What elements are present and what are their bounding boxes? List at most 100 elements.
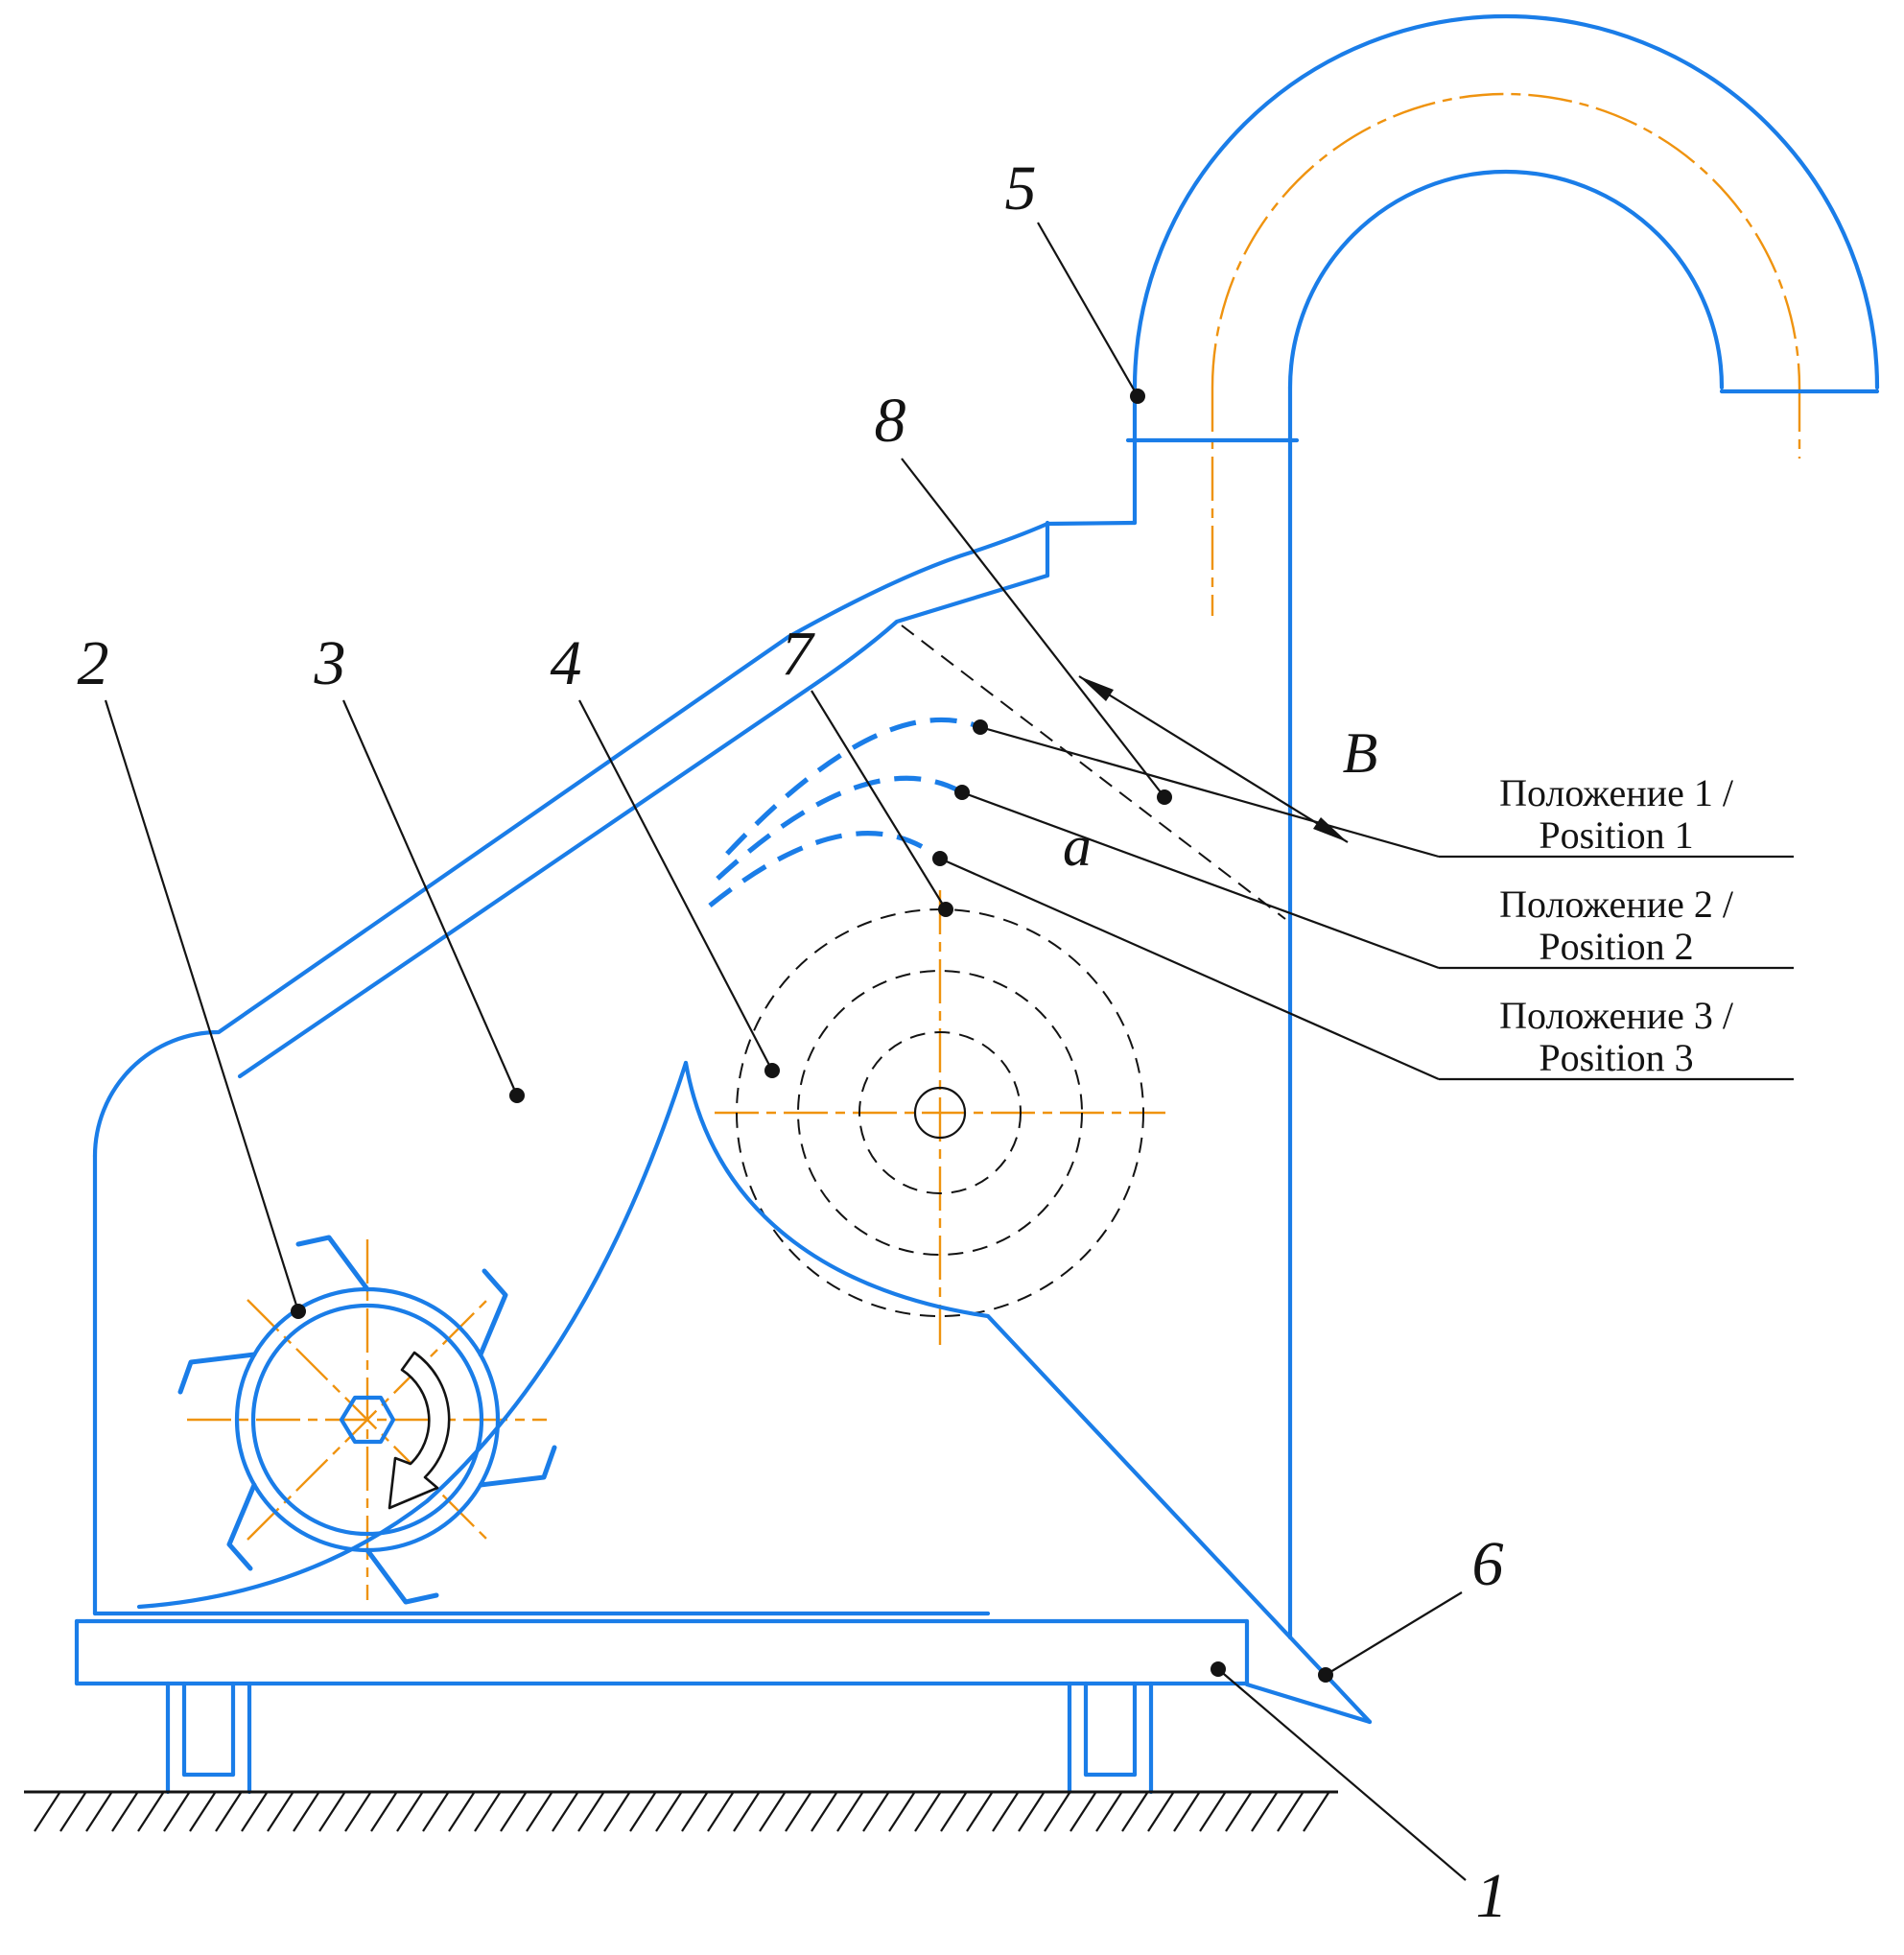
position-2-label-en: Position 2: [1539, 925, 1693, 968]
ground-hatch-stroke: [267, 1792, 294, 1832]
callout-6-label: 6: [1472, 1529, 1504, 1599]
ground-hatch-stroke: [940, 1792, 967, 1832]
callout-5-leader: [1037, 222, 1139, 397]
position-1-label-ru: Положение 1 /: [1499, 771, 1734, 814]
ground-hatch-stroke: [1225, 1792, 1252, 1832]
feeder-blade-2: [478, 1268, 508, 1357]
flap-position-arcs: [708, 717, 981, 908]
callout-1-dot: [1211, 1661, 1226, 1677]
callout-8-label: 8: [875, 386, 906, 456]
hood-inner-curve: [1287, 169, 1725, 390]
ground-hatch-stroke: [1303, 1792, 1329, 1832]
hood-centerline-arc: [1211, 92, 1801, 389]
ground-hatch-stroke: [1199, 1792, 1226, 1832]
callout-3-label: 3: [314, 628, 346, 698]
callout-6-leader: [1325, 1591, 1463, 1676]
callout-7-label: 7: [782, 619, 816, 689]
ground-hatch-stroke: [448, 1792, 475, 1832]
ground-hatch-stroke: [914, 1792, 941, 1832]
ground-hatch-stroke: [1070, 1792, 1096, 1832]
view-direction-label: В: [1343, 721, 1378, 785]
ground-hatch-stroke: [733, 1792, 760, 1832]
rotor-shaft-circle: [913, 1086, 967, 1140]
position-3-label-ru: Положение 3 /: [1499, 994, 1734, 1037]
ground-hatch-stroke: [992, 1792, 1019, 1832]
position-2-leader: [961, 790, 1440, 970]
flow-dashed-line: [901, 624, 1286, 920]
callout-4-dot: [764, 1063, 780, 1078]
ground-hatch-stroke: [111, 1792, 138, 1832]
ground-hatch-stroke: [966, 1792, 993, 1832]
position-1-dot: [973, 719, 988, 735]
callout-3-dot: [509, 1088, 525, 1103]
ground-hatch-stroke: [1044, 1792, 1070, 1832]
view-arrow-head-upper: [1079, 676, 1114, 701]
ground-hatch-stroke: [137, 1792, 164, 1832]
ground-hatch-stroke: [759, 1792, 786, 1832]
rotor-hidden-circle-middle: [797, 970, 1083, 1256]
ground-hatch-stroke: [500, 1792, 527, 1832]
ground-hatch-stroke: [681, 1792, 708, 1832]
ground-hatch-stroke: [215, 1792, 242, 1832]
callout-4-label: 4: [551, 628, 582, 698]
rotation-direction-arrow: [388, 1351, 451, 1510]
callout-1-label: 1: [1476, 1861, 1508, 1931]
ground-hatch-stroke: [1173, 1792, 1200, 1832]
callout-2-dot: [291, 1304, 306, 1319]
ground-hatch-stroke: [189, 1792, 216, 1832]
annotations: [104, 222, 1794, 1881]
position-3-label-en: Position 3: [1539, 1036, 1693, 1079]
labels: 2 3 4 7 8 5 6 1 a В Положение 1 / Positi…: [78, 153, 1734, 1931]
ground-hatch-stroke: [603, 1792, 630, 1832]
outlet-lower-line: [1244, 1682, 1373, 1725]
ground-hatch-stroke: [241, 1792, 268, 1832]
rotor-hidden-circle-inner: [858, 1031, 1022, 1194]
ground-hatch-stroke: [577, 1792, 604, 1832]
callout-6-dot: [1318, 1667, 1333, 1683]
ground-hatch-stroke: [344, 1792, 371, 1832]
position-2-label-ru: Положение 2 /: [1499, 883, 1734, 926]
callout-3-leader: [341, 699, 519, 1096]
ground-hatch-stroke: [629, 1792, 656, 1832]
callout-4-leader: [578, 699, 773, 1072]
position-2-dot: [954, 785, 970, 800]
ground-hatch-stroke: [85, 1792, 112, 1832]
ground-hatch-stroke: [707, 1792, 734, 1832]
ground-hatch-stroke: [318, 1792, 345, 1832]
feeder-hub-hexagon: [339, 1395, 396, 1445]
ground-hatch-stroke: [1121, 1792, 1148, 1832]
callout-5-label: 5: [1005, 153, 1037, 224]
ground-hatch-stroke: [836, 1792, 863, 1832]
ground-hatching: [34, 1792, 1329, 1832]
ground-hatch-stroke: [370, 1792, 397, 1832]
feeder-blade-1: [295, 1235, 370, 1292]
flap-position-arc-1: [725, 717, 981, 856]
ground-hatch-stroke: [811, 1792, 837, 1832]
ground-hatch-stroke: [163, 1792, 190, 1832]
ground-hatch-stroke: [1095, 1792, 1122, 1832]
ground-hatch-stroke: [888, 1792, 915, 1832]
feeder-rotor: [177, 1235, 557, 1605]
flap-position-arc-2: [716, 775, 964, 881]
callout-2-label: 2: [78, 628, 109, 698]
callout-8-dot: [1157, 789, 1172, 805]
feeder-blade-3: [478, 1445, 557, 1488]
hood-outer-curve: [1132, 13, 1880, 390]
ground: [24, 1790, 1338, 1832]
position-3-dot: [932, 851, 948, 866]
ground-hatch-stroke: [422, 1792, 449, 1832]
cover-inner-line: [237, 573, 1050, 1079]
ground-hatch-stroke: [785, 1792, 811, 1832]
view-arrow-line: [1078, 675, 1349, 843]
ground-hatch-stroke: [1147, 1792, 1174, 1832]
feeder-blade-6: [177, 1352, 257, 1395]
callout-7-dot: [938, 902, 953, 917]
ground-hatch-stroke: [396, 1792, 423, 1832]
callout-8-leader: [901, 458, 1165, 798]
feeder-blade-4: [364, 1547, 439, 1605]
ground-hatch-stroke: [526, 1792, 552, 1832]
ground-hatch-stroke: [59, 1792, 86, 1832]
position-1-label-en: Position 1: [1539, 813, 1693, 857]
